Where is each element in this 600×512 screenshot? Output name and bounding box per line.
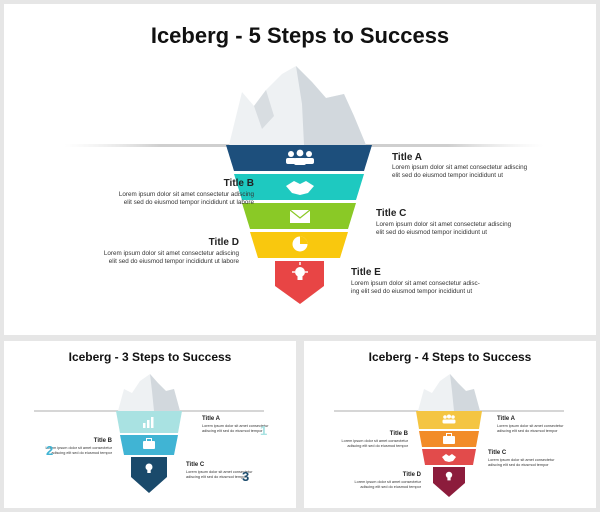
- step-b-description: Lorem ipsum dolor sit amet consectetur a…: [118, 191, 254, 206]
- step-a-title: Title A: [202, 416, 221, 422]
- lightbulb-icon: [445, 471, 453, 481]
- handshake-icon: [286, 181, 314, 195]
- page-title: Iceberg - 5 Steps to Success: [150, 23, 450, 48]
- step-band-e: [275, 261, 324, 304]
- iceberg-4-steps-panel: Iceberg - 4 Steps to Success Title A Lor…: [304, 341, 596, 508]
- iceberg-tip: [118, 374, 180, 411]
- step-number-2: 2: [46, 443, 54, 458]
- panel-title-3-steps: Iceberg - 3 Steps to Success: [68, 350, 232, 364]
- people-icon: [442, 414, 456, 424]
- step-a-title: Title A: [497, 416, 516, 422]
- panel-title-4-steps: Iceberg - 4 Steps to Success: [368, 350, 532, 364]
- iceberg-4-diagram: [334, 374, 564, 497]
- step-band-d: [433, 467, 465, 497]
- step-c-title: Title C: [376, 208, 407, 219]
- handshake-icon: [442, 454, 456, 462]
- step-c-title: Title C: [186, 462, 205, 468]
- briefcase-icon: [143, 438, 155, 449]
- people-icon: [286, 149, 314, 165]
- iceberg-tip: [229, 66, 366, 145]
- step-e-description: Lorem ipsum dolor sit amet consectetur a…: [351, 280, 480, 295]
- envelope-icon: [289, 209, 311, 223]
- iceberg-tip: [418, 374, 480, 411]
- step-b-title: Title B: [389, 431, 408, 437]
- iceberg-5-steps-panel: Iceberg - 5 Steps to Success: [4, 4, 596, 335]
- step-b-title: Title B: [223, 178, 254, 189]
- lightbulb-icon: [292, 262, 308, 280]
- lightbulb-icon: [145, 463, 153, 473]
- step-number-3: 3: [242, 469, 250, 484]
- iceberg-3-steps-panel: Iceberg - 3 Steps to Success Title A Lor…: [4, 341, 296, 508]
- step-d-description: Lorem ipsum dolor sit amet consectetur a…: [103, 250, 239, 265]
- step-number-1: 1: [260, 423, 268, 438]
- pie-chart-icon: [292, 236, 308, 252]
- step-e-title: Title E: [351, 267, 381, 278]
- step-b-title: Title B: [93, 438, 112, 444]
- step-c-title: Title C: [488, 450, 507, 456]
- step-a-description: Lorem ipsum dolor sit amet consectetur a…: [392, 164, 528, 179]
- iceberg-3-diagram: [34, 374, 264, 493]
- step-c-description: Lorem ipsum dolor sit amet consectetur a…: [376, 221, 512, 236]
- bar-chart-icon: [143, 417, 154, 428]
- iceberg-5-diagram: [64, 66, 544, 304]
- briefcase-icon: [443, 433, 455, 444]
- step-d-title: Title D: [402, 472, 421, 478]
- step-band-c: [131, 457, 167, 493]
- step-d-title: Title D: [208, 237, 239, 248]
- step-a-title: Title A: [392, 152, 423, 163]
